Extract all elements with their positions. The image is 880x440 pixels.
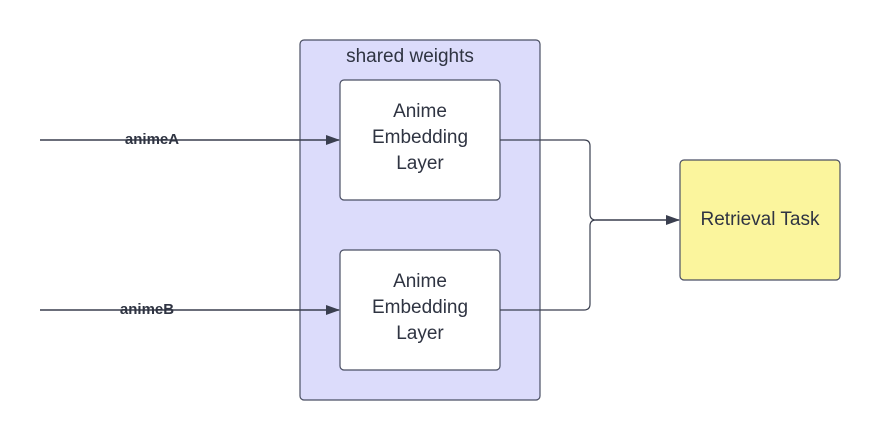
embedding-layer-a-line-3: Layer (396, 153, 444, 174)
embedding-layer-b-line-3: Layer (396, 323, 444, 344)
container-title: shared weights (346, 46, 474, 67)
embedding-layer-a-line-2: Embedding (372, 127, 468, 148)
retrieval-task-box (679, 159, 841, 281)
embedding-layer-b[interactable]: Anime Embedding Layer (339, 249, 501, 371)
embedding-layer-b-line-2: Embedding (372, 297, 468, 318)
retrieval-task-node[interactable]: Retrieval Task (679, 159, 841, 281)
embedding-layer-a[interactable]: Anime Embedding Layer (339, 79, 501, 201)
input-edge-b[interactable]: animeB (40, 301, 340, 318)
connector-a-to-retrieval (500, 139, 597, 221)
input-label-b: animeB (120, 301, 174, 318)
embedding-layer-b-line-1: Anime (393, 271, 447, 292)
connector-b-to-retrieval (500, 219, 597, 311)
embedding-layer-a-line-1: Anime (393, 101, 447, 122)
input-label-a: animeA (125, 131, 179, 148)
input-edge-a[interactable]: animeA (40, 131, 340, 148)
retrieval-task-label: Retrieval Task (701, 209, 820, 230)
